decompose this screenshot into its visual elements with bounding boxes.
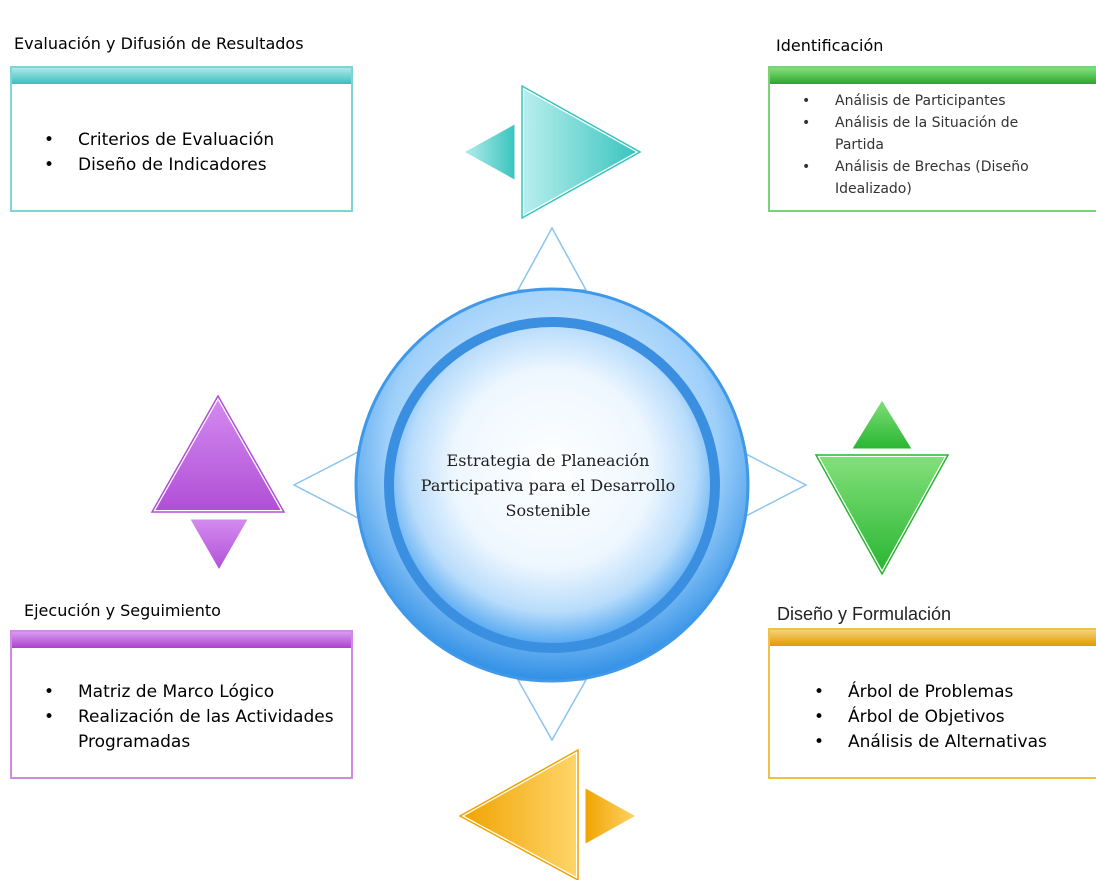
pointer-right <box>741 450 808 520</box>
pointer-top <box>516 226 588 291</box>
green-arrow-icon <box>812 395 952 579</box>
pointer-left <box>292 450 359 520</box>
list-item: Análisis de Participantes <box>802 90 1062 112</box>
center-line: Sostenible <box>505 501 591 520</box>
ejecucion-title: Ejecución y Seguimiento <box>24 601 221 620</box>
list-item: Matriz de Marco Lógico <box>44 680 334 705</box>
identificacion-header-bar <box>770 68 1096 84</box>
center-title: Estrategia de Planeación Participativa p… <box>404 448 692 523</box>
center-inner-circle <box>384 317 720 653</box>
list-item: Realización de las Actividades Programad… <box>44 705 334 755</box>
ejecucion-list: Matriz de Marco Lógico Realización de la… <box>44 680 334 755</box>
list-item: Criterios de Evaluación <box>44 128 274 153</box>
orange-arrow-icon <box>455 746 642 880</box>
evaluacion-box: Criterios de Evaluación Diseño de Indica… <box>10 66 353 212</box>
diseno-title: Diseño y Formulación <box>777 604 952 624</box>
evaluacion-header-bar <box>12 68 351 84</box>
diseno-header-bar <box>770 630 1096 646</box>
center-line: Estrategia de Planeación <box>446 451 650 470</box>
evaluacion-title: Evaluación y Difusión de Resultados <box>14 34 304 53</box>
center-line: Participativa para el Desarrollo <box>420 476 676 495</box>
identificacion-list: Análisis de Participantes Análisis de la… <box>802 90 1062 200</box>
list-item: Análisis de Alternativas <box>814 730 1084 755</box>
ejecucion-box: Matriz de Marco Lógico Realización de la… <box>10 630 353 779</box>
pointer-bottom <box>516 679 588 742</box>
identificacion-box: Análisis de Participantes Análisis de la… <box>768 66 1096 212</box>
ejecucion-header-bar <box>12 632 351 648</box>
list-item: Análisis de Brechas (Diseño Idealizado) <box>802 156 1062 200</box>
list-item: Diseño de Indicadores <box>44 153 274 178</box>
list-item: Árbol de Problemas <box>814 680 1084 705</box>
purple-arrow-icon <box>148 391 288 576</box>
list-item: Análisis de la Situación de Partida <box>802 112 1062 156</box>
list-item: Árbol de Objetivos <box>814 705 1084 730</box>
compass-pointers <box>292 226 808 742</box>
diseno-list: Árbol de Problemas Árbol de Objetivos An… <box>814 680 1084 755</box>
teal-arrow-icon <box>458 82 645 222</box>
diseno-box: Árbol de Problemas Árbol de Objetivos An… <box>768 628 1096 779</box>
identificacion-title: Identificación <box>776 36 884 55</box>
evaluacion-list: Criterios de Evaluación Diseño de Indica… <box>44 128 274 178</box>
